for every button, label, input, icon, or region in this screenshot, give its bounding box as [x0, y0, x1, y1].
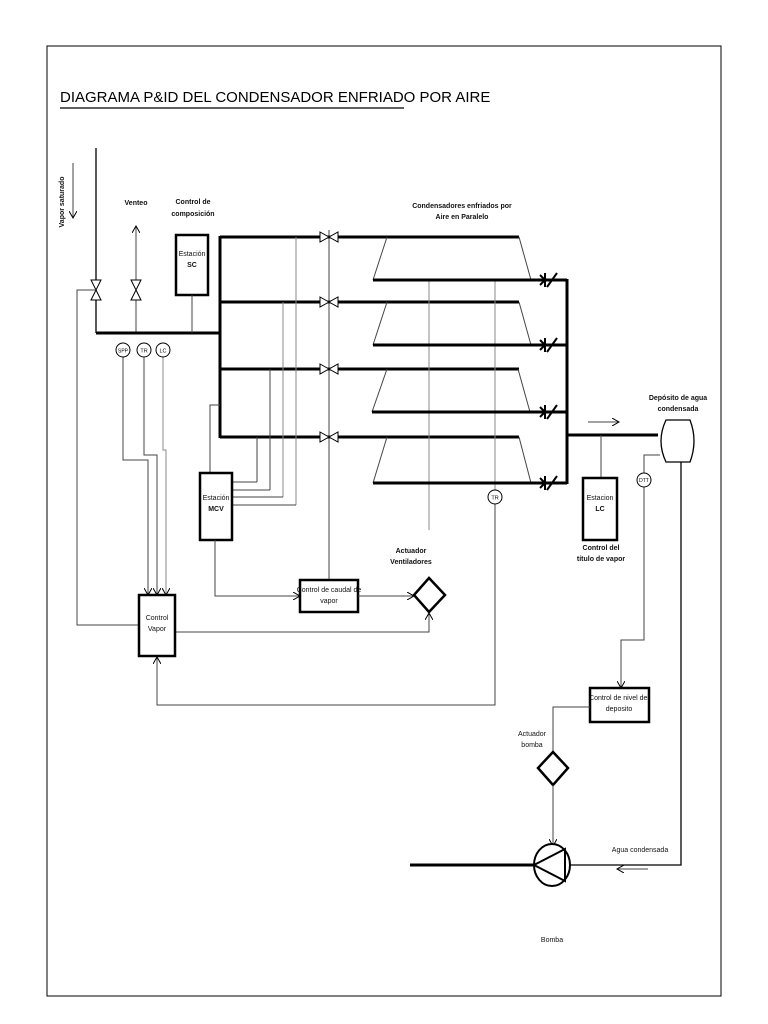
estacion-lc-code: LC: [595, 506, 604, 513]
diagram-title: DIAGRAMA P&ID DEL CONDENSADOR ENFRIADO P…: [60, 89, 490, 106]
deposito-label-2: condensada: [658, 406, 699, 413]
vapor-saturado-label: Vapor saturado: [59, 177, 66, 228]
check-valve-icon: [539, 272, 558, 491]
estacion-lc-box[interactable]: [581, 476, 619, 542]
dtt-label: DTT: [639, 478, 649, 484]
control-composicion-label-2: composición: [171, 211, 214, 218]
deposito-label: Depósito de agua: [649, 395, 707, 402]
tr-left-label: TR: [140, 349, 147, 355]
lc-label: LC: [159, 349, 166, 355]
condenser-3: [371, 368, 567, 414]
condensadores-label: Condensadores enfriados por: [412, 203, 512, 210]
left-instruments: SPP TR LC: [115, 342, 171, 595]
control-vapor-box[interactable]: [137, 593, 177, 658]
tr-instrument-right[interactable]: [487, 489, 503, 505]
diagram-frame: [46, 45, 722, 997]
actuador-ventiladores-label: Actuador: [396, 548, 427, 555]
control-vapor-label: Control: [146, 615, 169, 622]
estacion-sc-code: SC: [187, 262, 197, 269]
isolation-valves: [319, 231, 339, 443]
vapor-inlet: Vapor saturado: [59, 148, 139, 626]
lc-instrument[interactable]: [155, 342, 171, 358]
valve-icon[interactable]: [319, 231, 339, 243]
tr-instrument-left[interactable]: [136, 342, 152, 358]
actuador-bomba-label: Actuador: [518, 731, 547, 738]
valve-icon[interactable]: [319, 363, 339, 375]
inlet-manifold: [209, 230, 519, 580]
dtt-instrument[interactable]: [636, 472, 652, 488]
condensate-tank[interactable]: [660, 419, 695, 463]
tr-right-label: TR: [491, 496, 498, 502]
actuador-bomba-label-2: bomba: [521, 742, 543, 749]
venteo-label: Venteo: [125, 200, 148, 207]
control-nivel-box[interactable]: [588, 686, 651, 724]
vent-valve-icon[interactable]: [130, 279, 142, 301]
estacion-mcv-code: MCV: [208, 506, 224, 513]
actuador-ventiladores-label-2: Ventiladores: [390, 559, 432, 566]
estacion-mcv-label: Estación: [203, 495, 230, 502]
estacion-sc-box[interactable]: [174, 233, 210, 297]
condensers: [371, 236, 658, 530]
spp-instrument[interactable]: [115, 342, 131, 358]
actuador-bomba-diamond[interactable]: [536, 750, 570, 787]
bomba-label: Bomba: [541, 937, 563, 944]
valve-icon[interactable]: [319, 296, 339, 308]
venteo: Venteo: [125, 200, 148, 333]
control-nivel-label-2: deposito: [606, 706, 633, 713]
condenser-2: [372, 301, 567, 347]
actuador-ventiladores-diamond[interactable]: [412, 576, 447, 614]
estacion-lc-label: Estacion: [587, 495, 614, 502]
pump-icon[interactable]: [531, 843, 571, 887]
spp-label: SPP: [118, 349, 129, 355]
control-vapor-label-2: Vapor: [148, 626, 167, 633]
control-nivel-label: Control de nivel del: [589, 695, 649, 702]
condensadores-label-2: Aire en Paralelo: [436, 214, 489, 221]
control-caudal-box[interactable]: [298, 578, 360, 614]
valve-icon[interactable]: [319, 431, 339, 443]
condenser-4: [372, 436, 567, 485]
agua-condensada-label: Agua condensada: [612, 847, 669, 854]
control-caudal-label: Control de caudal de: [297, 587, 362, 594]
control-titulo-label-2: título de vapor: [577, 556, 626, 563]
estacion-sc-label: Estación: [179, 251, 206, 258]
estacion-mcv-box[interactable]: [198, 471, 234, 542]
control-caudal-label-2: vapor: [320, 598, 338, 605]
control-composicion-label: Control de: [176, 199, 211, 206]
control-titulo-label: Control del: [583, 545, 620, 552]
condenser-1: [372, 236, 567, 282]
